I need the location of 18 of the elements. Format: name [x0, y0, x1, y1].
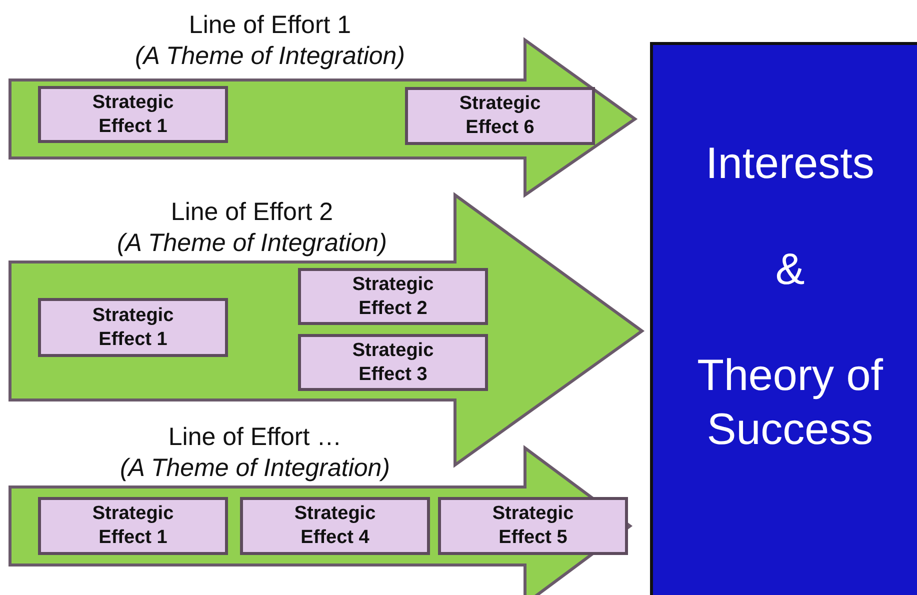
- arrow-heading: Line of Effort 1: [188, 10, 352, 41]
- outcome-box: [650, 42, 917, 595]
- effect-box: Strategic Effect 2: [298, 268, 488, 325]
- effect-box: Strategic Effect 6: [405, 87, 595, 145]
- effect-box: Strategic Effect 4: [240, 497, 430, 555]
- effect-box: Strategic Effect 3: [298, 334, 488, 391]
- effect-box: Strategic Effect 1: [38, 86, 228, 143]
- arrow-subtitle: (A Theme of Integration): [134, 41, 406, 72]
- box-text: &: [774, 244, 806, 296]
- effect-box: Strategic Effect 1: [38, 497, 228, 555]
- arrow-heading: Line of Effort 2: [170, 197, 334, 228]
- arrow-heading: Line of Effort …: [167, 422, 343, 453]
- effect-box: Strategic Effect 5: [438, 497, 628, 555]
- box-text: Interests: [704, 138, 876, 190]
- effect-box: Strategic Effect 1: [38, 298, 228, 357]
- arrow-subtitle: (A Theme of Integration): [116, 228, 388, 259]
- arrow-subtitle: (A Theme of Integration): [118, 453, 392, 484]
- box-text: Theory of Success: [696, 350, 884, 456]
